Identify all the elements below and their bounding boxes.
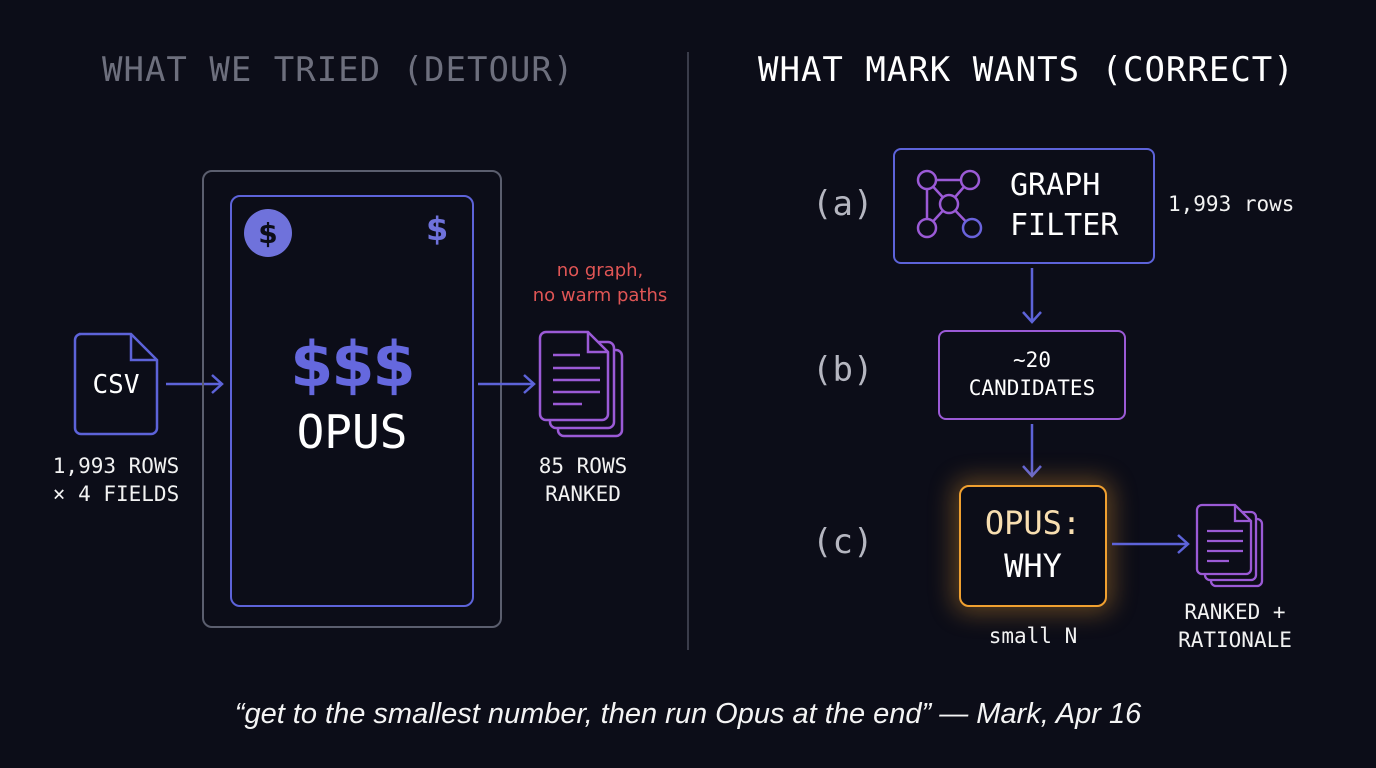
- cost-indicator: $$$: [290, 328, 415, 401]
- warning-note: no graph, no warm paths: [532, 260, 668, 306]
- ranked-rationale-caption: RANKED + RATIONALE: [1178, 600, 1292, 652]
- arrow-right-icon: [478, 374, 536, 394]
- graph-filter-box: [893, 148, 1155, 264]
- step-label-c: (c): [812, 522, 874, 562]
- graph-filter-label: GRAPH FILTER: [1010, 166, 1118, 246]
- candidates-label: ~20 CANDIDATES: [968, 348, 1096, 400]
- graph-filter-line1: GRAPH: [1010, 168, 1101, 203]
- opus-label: OPUS: [296, 405, 408, 459]
- correct-title: WHAT MARK WANTS (CORRECT): [758, 50, 1295, 90]
- stacked-documents-icon: [538, 330, 624, 438]
- csv-caption: 1,993 ROWS × 4 FIELDS: [52, 454, 180, 506]
- ranked-caption: 85 ROWS RANKED: [538, 454, 628, 506]
- candidates-box: [938, 330, 1126, 420]
- arrow-right-icon: [166, 374, 224, 394]
- stacked-documents-icon: [1195, 503, 1264, 588]
- opus-why-line1: OPUS:: [984, 504, 1082, 542]
- arrow-down-icon: [1022, 424, 1042, 478]
- dollar-icon: $: [426, 210, 449, 248]
- graph-network-icon: [916, 169, 983, 239]
- dollar-coin-icon: $: [244, 209, 292, 257]
- detour-outer-frame: [202, 170, 502, 628]
- csv-label: CSV: [92, 370, 140, 400]
- mark-quote: “get to the smallest number, then run Op…: [234, 698, 1142, 730]
- small-n-note: small N: [988, 624, 1078, 648]
- step-label-a: (a): [812, 184, 874, 224]
- arrow-right-icon: [1112, 534, 1190, 554]
- arrow-down-icon: [1022, 268, 1042, 324]
- panel-divider: [687, 52, 689, 650]
- csv-file-icon: [73, 332, 159, 436]
- step-label-b: (b): [812, 350, 874, 390]
- rows-count-note: 1,993 rows: [1168, 192, 1295, 216]
- opus-why-box: [959, 485, 1107, 607]
- graph-filter-line2: FILTER: [1010, 208, 1119, 243]
- opus-model-box: [230, 195, 474, 607]
- detour-title: WHAT WE TRIED (DETOUR): [102, 50, 575, 90]
- opus-why-line2: WHY: [1004, 547, 1062, 585]
